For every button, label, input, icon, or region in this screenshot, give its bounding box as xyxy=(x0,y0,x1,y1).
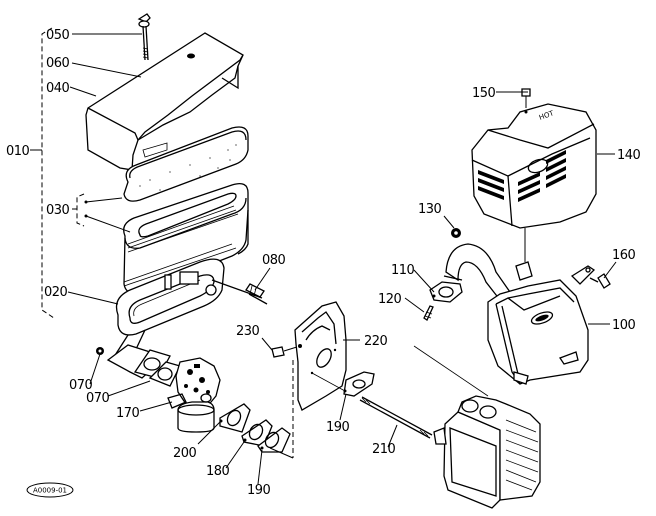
label-230: 230 xyxy=(236,324,260,339)
label-110: 110 xyxy=(391,263,415,278)
part-210-stud xyxy=(359,396,433,439)
label-130: 130 xyxy=(418,202,442,217)
part-190-gasket-lower xyxy=(257,427,291,453)
label-030: 030 xyxy=(46,203,70,218)
reference-code: A0009-01 xyxy=(33,487,67,495)
part-labels: 050 060 040 010 030 020 080 230 220 070 … xyxy=(6,28,641,498)
label-070: 070 xyxy=(86,391,110,406)
label-180: 180 xyxy=(206,464,230,479)
label-160: 160 xyxy=(612,248,636,263)
bracket-030 xyxy=(72,193,131,233)
label-100: 100 xyxy=(612,318,636,333)
part-080-nut xyxy=(96,347,104,355)
part-140-muffler-cover: HOT xyxy=(471,103,597,262)
part-090-bolt xyxy=(245,283,268,305)
cover-vents xyxy=(478,150,566,202)
label-150: 150 xyxy=(472,86,496,101)
part-110-muffler-gasket xyxy=(429,281,463,303)
label-080: 070 xyxy=(69,378,93,393)
reference-code-badge: A0009-01 xyxy=(26,482,74,498)
part-020-air-cleaner-base xyxy=(111,258,263,363)
label-060: 060 xyxy=(46,56,70,71)
part-200-gasket xyxy=(219,403,251,433)
leader-lines xyxy=(67,33,617,485)
part-220-heat-shield xyxy=(269,301,347,459)
label-200: 200 xyxy=(173,446,197,461)
label-190-upper: 190 xyxy=(326,420,350,435)
label-020: 020 xyxy=(44,285,68,300)
part-130-nut xyxy=(451,228,461,238)
label-090: 080 xyxy=(262,253,286,268)
part-070-gasket xyxy=(106,344,181,387)
label-190-lower: 190 xyxy=(247,483,271,498)
part-120-stud xyxy=(423,305,434,321)
part-040-air-cleaner-cover xyxy=(85,32,244,171)
label-120: 120 xyxy=(378,292,402,307)
part-050-wing-bolt xyxy=(137,13,151,61)
part-160-bolt xyxy=(589,273,611,289)
label-140: 140 xyxy=(617,148,641,163)
label-010: 010 xyxy=(6,144,30,159)
group-bracket-010 xyxy=(30,27,55,319)
part-170-carburetor xyxy=(167,357,221,433)
part-100-muffler xyxy=(443,243,596,385)
label-220: 220 xyxy=(364,334,388,349)
label-170: 170 xyxy=(116,406,140,421)
label-210: 210 xyxy=(372,442,396,457)
part-cylinder-head xyxy=(413,345,541,509)
part-190-gasket-upper xyxy=(311,371,375,397)
label-050: 050 xyxy=(46,28,70,43)
label-040: 040 xyxy=(46,81,70,96)
